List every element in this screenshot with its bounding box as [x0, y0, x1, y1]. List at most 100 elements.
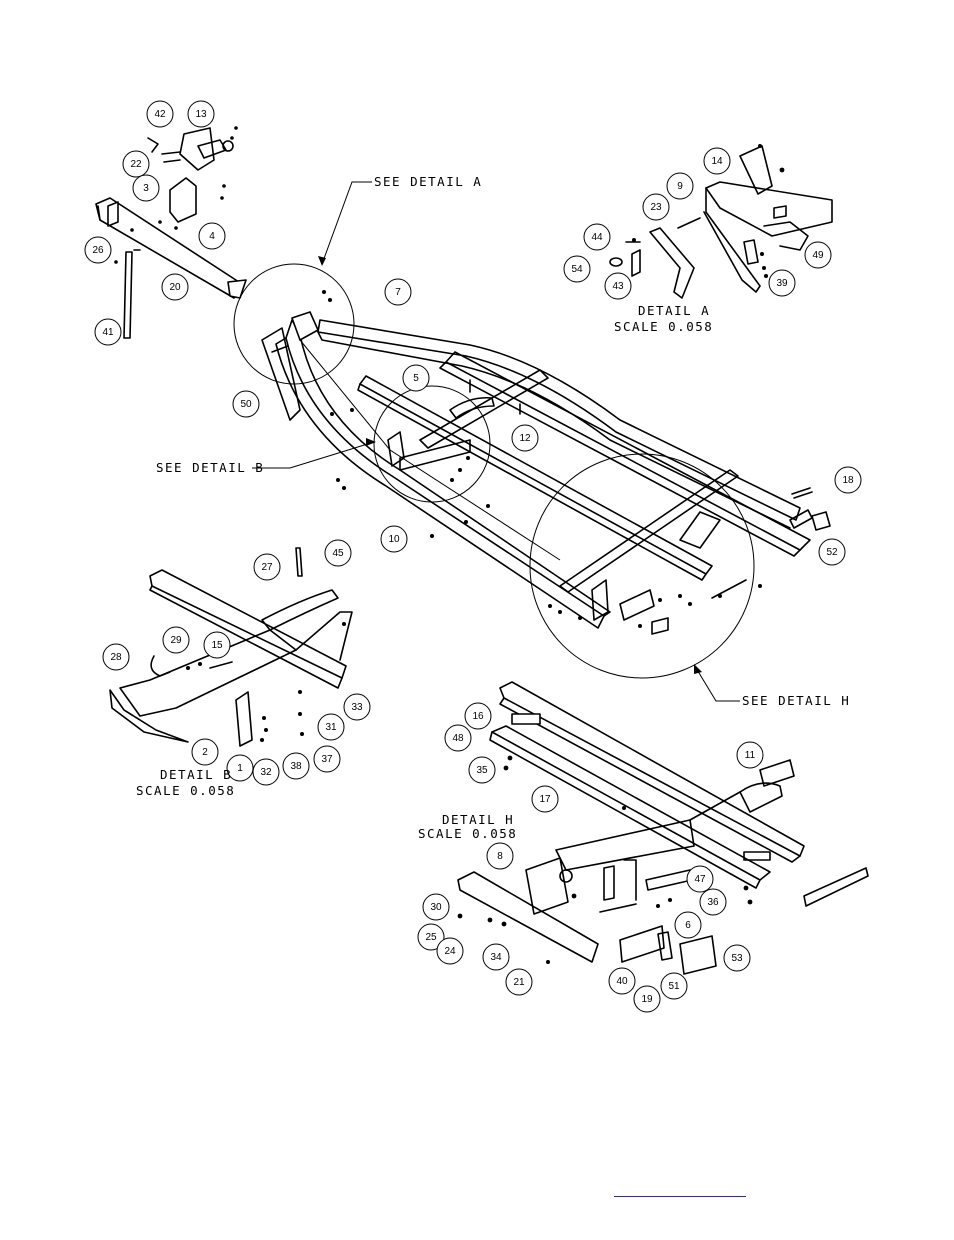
balloon-29: 29	[162, 626, 190, 654]
balloon-49: 49	[804, 241, 832, 269]
balloon-30: 30	[422, 893, 450, 921]
balloon-number: 13	[195, 109, 207, 120]
balloon-20: 20	[161, 273, 189, 301]
balloon-38: 38	[282, 752, 310, 780]
balloon-26: 26	[84, 236, 112, 264]
balloon-8: 8	[486, 842, 514, 870]
balloon-number: 29	[170, 635, 182, 646]
balloon-number: 42	[154, 109, 166, 120]
balloon-number: 21	[513, 977, 525, 988]
balloon-31: 31	[317, 713, 345, 741]
balloon-number: 54	[571, 264, 583, 275]
balloon-4: 4	[198, 222, 226, 250]
balloon-14: 14	[703, 147, 731, 175]
balloon-36: 36	[699, 888, 727, 916]
balloon-number: 44	[591, 232, 603, 243]
detail-a-title: DETAIL A	[638, 303, 710, 318]
balloon-number: 27	[261, 562, 273, 573]
balloon-37: 37	[313, 745, 341, 773]
detail-h-scale: SCALE 0.058	[418, 826, 517, 841]
balloon-number: 49	[812, 250, 824, 261]
detail-b-circle	[373, 385, 491, 503]
balloon-10: 10	[380, 525, 408, 553]
balloon-51: 51	[660, 972, 688, 1000]
balloon-number: 23	[650, 202, 662, 213]
footer-link[interactable]	[614, 1183, 746, 1197]
detail-h-circle	[529, 453, 755, 679]
balloon-number: 9	[677, 181, 683, 192]
balloon-number: 34	[490, 952, 502, 963]
balloon-number: 26	[92, 245, 104, 256]
balloon-number: 35	[476, 765, 488, 776]
balloon-21: 21	[505, 968, 533, 996]
balloon-number: 32	[260, 767, 272, 778]
balloon-42: 42	[146, 100, 174, 128]
balloon-number: 39	[776, 278, 788, 289]
balloon-number: 30	[430, 902, 442, 913]
balloon-15: 15	[203, 631, 231, 659]
detail-b-scale: SCALE 0.058	[136, 783, 235, 798]
balloon-28: 28	[102, 643, 130, 671]
captions: SEE DETAIL A SEE DETAIL B SEE DETAIL H D…	[136, 174, 849, 841]
balloon-41: 41	[94, 318, 122, 346]
balloon-33: 33	[343, 693, 371, 721]
balloon-52: 52	[818, 538, 846, 566]
balloon-number: 25	[425, 932, 437, 943]
detail-h-drawing	[457, 681, 869, 975]
balloon-number: 11	[745, 750, 756, 761]
balloon-number: 1	[237, 763, 243, 774]
balloon-47: 47	[686, 865, 714, 893]
balloon-5: 5	[402, 364, 430, 392]
balloon-number: 52	[826, 547, 838, 558]
balloon-19: 19	[633, 985, 661, 1013]
balloon-23: 23	[642, 193, 670, 221]
balloon-number: 16	[472, 711, 484, 722]
balloon-number: 36	[707, 897, 719, 908]
balloon-34: 34	[482, 943, 510, 971]
balloon-number: 4	[209, 231, 215, 242]
balloon-number: 7	[395, 287, 401, 298]
balloon-number: 5	[413, 373, 419, 384]
balloon-number: 20	[169, 282, 181, 293]
balloon-44: 44	[583, 223, 611, 251]
balloon-number: 37	[321, 754, 333, 765]
balloon-54: 54	[563, 255, 591, 283]
balloon-number: 50	[240, 399, 252, 410]
detail-a-drawing	[609, 144, 833, 299]
balloon-24: 24	[436, 937, 464, 965]
balloon-number: 51	[668, 981, 680, 992]
balloon-number: 38	[290, 761, 302, 772]
balloon-43: 43	[604, 272, 632, 300]
balloon-9: 9	[666, 172, 694, 200]
see-detail-a-label: SEE DETAIL A	[374, 174, 482, 189]
balloon-7: 7	[384, 278, 412, 306]
balloon-number: 41	[102, 327, 114, 338]
balloon-39: 39	[768, 269, 796, 297]
balloon-48: 48	[444, 724, 472, 752]
detail-a-scale: SCALE 0.058	[614, 319, 713, 334]
balloon-number: 17	[539, 794, 551, 805]
balloon-number: 18	[842, 475, 854, 486]
detail-h-title: DETAIL H	[442, 812, 514, 827]
balloon-number: 48	[452, 733, 464, 744]
balloon-13: 13	[187, 100, 215, 128]
balloon-number: 31	[325, 722, 337, 733]
balloon-16: 16	[464, 702, 492, 730]
balloon-number: 3	[143, 183, 149, 194]
balloon-number: 10	[388, 534, 400, 545]
balloon-32: 32	[252, 758, 280, 786]
balloon-number: 45	[332, 548, 344, 559]
balloon-50: 50	[232, 390, 260, 418]
balloon-number: 47	[694, 874, 706, 885]
balloon-12: 12	[511, 424, 539, 452]
balloon-11: 11	[736, 741, 764, 769]
balloon-number: 40	[616, 976, 628, 987]
detail-a-circle	[233, 263, 355, 385]
balloon-number: 28	[110, 652, 122, 663]
balloon-22: 22	[122, 150, 150, 178]
balloon-2: 2	[191, 738, 219, 766]
balloon-53: 53	[723, 944, 751, 972]
